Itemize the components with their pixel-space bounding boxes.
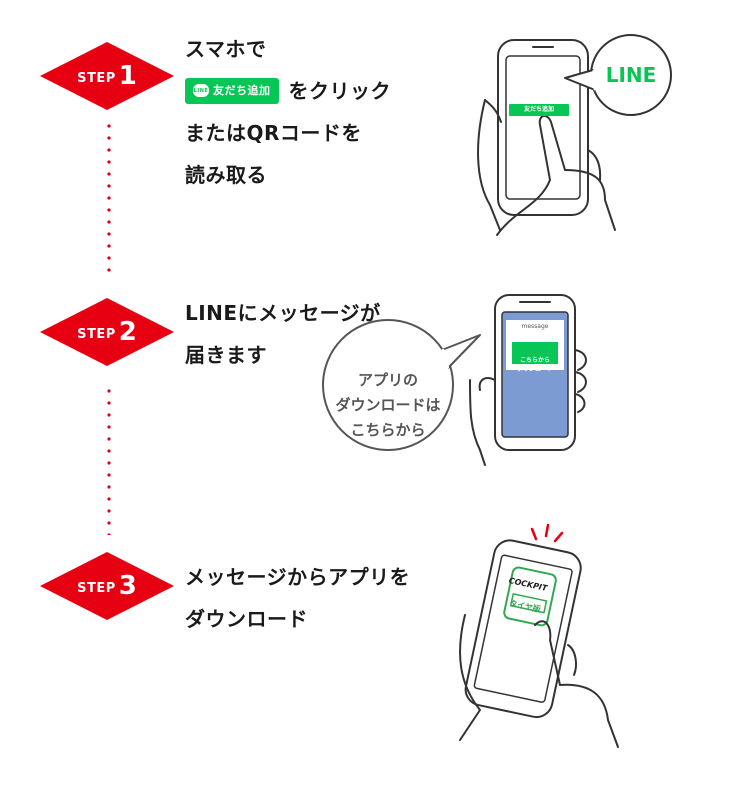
- step-1-line-3: またはQRコードを: [185, 121, 362, 145]
- step-1-line-4: 読み取る: [185, 163, 267, 187]
- line-bubble-label: LINE: [605, 63, 657, 87]
- step-3-line-1: メッセージからアプリを: [185, 565, 411, 589]
- connector-dots-2: [107, 385, 111, 535]
- step-3-word: STEP: [77, 581, 116, 596]
- phone-line-add-button: 友だち追加: [509, 104, 569, 116]
- step-2-illustration: message こちらから ダウンロード アプリの ダウンロードは こちらから: [320, 290, 600, 470]
- step-1-line-1: スマホで: [185, 37, 267, 61]
- step-1-word: STEP: [77, 71, 116, 86]
- step-1-illustration: LINE 友だち追加: [455, 30, 685, 245]
- phone-message-header: message: [521, 323, 549, 330]
- line-add-friend-button[interactable]: LINE 友だち追加: [185, 77, 279, 104]
- bubble-line-3: こちらから: [350, 421, 426, 439]
- step-2-description: LINEにメッセージが 届きます: [185, 292, 381, 376]
- step-2-speech-bubble: アプリの ダウンロードは こちらから: [328, 368, 448, 443]
- phone-download-button: こちらから ダウンロード: [512, 356, 558, 374]
- step-3-number: 3: [118, 571, 137, 601]
- step-1-line-2: LINE 友だち追加 をクリック: [185, 70, 391, 112]
- step-1-click-text: をクリック: [288, 79, 391, 103]
- step-2-line-2: 届きます: [185, 343, 267, 367]
- step-3-description: メッセージからアプリを ダウンロード: [185, 556, 410, 640]
- step-2-line-1: LINEにメッセージが: [185, 301, 381, 325]
- step-1-number: 1: [118, 61, 137, 91]
- step-2-number: 2: [118, 317, 137, 347]
- line-add-friend-label: 友だち追加: [213, 83, 271, 97]
- step-1-badge: STEP 1: [40, 42, 174, 110]
- connector-dots-1: [107, 120, 111, 275]
- step-1-description: スマホで LINE 友だち追加 をクリック またはQRコードを 読み取る: [185, 28, 391, 196]
- step-3-illustration: COCKPIT タイヤ版: [440, 515, 630, 750]
- step-3-badge: STEP 3: [40, 552, 174, 620]
- bubble-line-1: アプリの: [357, 371, 418, 389]
- phone-download-line-1: こちらから: [519, 357, 550, 364]
- bubble-line-2: ダウンロードは: [335, 396, 441, 414]
- phone-line-add-label: 友だち追加: [523, 106, 554, 113]
- step-3-line-2: ダウンロード: [185, 607, 308, 631]
- phone-download-line-2: ダウンロード: [516, 366, 553, 373]
- step-2-badge: STEP 2: [40, 298, 174, 366]
- line-chat-icon: LINE: [193, 84, 209, 97]
- step-2-word: STEP: [77, 327, 116, 342]
